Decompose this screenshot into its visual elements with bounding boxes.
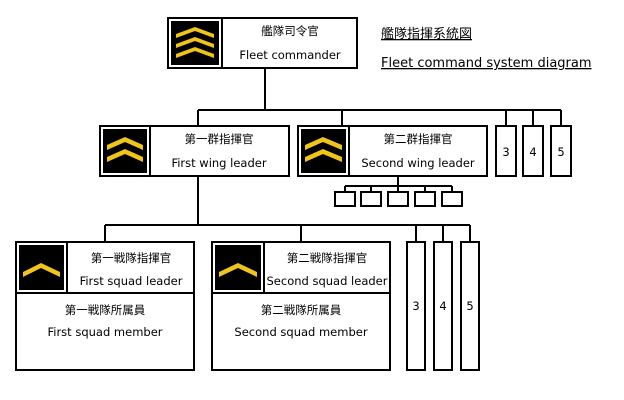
chevron-insignia-icon (301, 129, 346, 173)
fleet-commander-node: 艦隊司令官 Fleet commander (167, 17, 358, 69)
squad-4-label: 4 (439, 299, 446, 313)
wing-5-label: 5 (557, 145, 564, 159)
first-wing-leader-node: 第一群指揮官 First wing leader (99, 125, 290, 177)
first-wing-leader-ja: 第一群指揮官 (185, 132, 254, 146)
second-wing-subunit (414, 191, 436, 207)
first-squad-member-ja: 第一戦隊所属員 (65, 303, 146, 317)
wing-4-label: 4 (529, 145, 536, 159)
squad-5-node: 5 (460, 241, 480, 371)
second-wing-subunit (360, 191, 382, 207)
diagram-title-en: Fleet command system diagram (381, 56, 592, 71)
chevron-insignia-icon (171, 21, 219, 65)
fleet-commander-en: Fleet commander (239, 48, 341, 62)
chevron-insignia-icon (103, 129, 147, 173)
second-wing-leader-en: Second wing leader (361, 156, 475, 170)
wing-5-node: 5 (550, 125, 572, 177)
first-wing-leader-en: First wing leader (171, 156, 266, 170)
second-squad-leader-en: Second squad leader (267, 274, 388, 288)
second-squad-member-ja: 第二戦隊所属員 (261, 303, 342, 317)
squad-3-node: 3 (406, 241, 426, 371)
wing-4-node: 4 (522, 125, 544, 177)
second-wing-subunit (387, 191, 409, 207)
squad-5-label: 5 (466, 299, 473, 313)
squad-4-node: 4 (433, 241, 453, 371)
wing-3-node: 3 (495, 125, 517, 177)
second-wing-subunit (441, 191, 463, 207)
diagram-title-ja: 艦隊指揮系統図 (381, 26, 472, 42)
second-squad-leader-ja: 第二戦隊指揮官 (287, 251, 368, 265)
second-wing-subunit (334, 191, 356, 207)
second-wing-subunits (334, 191, 463, 207)
second-wing-leader-node: 第二群指揮官 Second wing leader (297, 125, 488, 177)
first-squad-node: 第一戦隊指揮官 First squad leader 第一戦隊所属員 First… (15, 241, 195, 371)
wing-3-label: 3 (502, 145, 509, 159)
chevron-insignia-icon (215, 245, 261, 290)
second-squad-node: 第二戦隊指揮官 Second squad leader 第二戦隊所属員 Seco… (211, 241, 391, 371)
second-wing-leader-ja: 第二群指揮官 (384, 132, 453, 146)
first-squad-member-en: First squad member (47, 325, 162, 339)
second-squad-member-en: Second squad member (234, 325, 367, 339)
fleet-commander-ja: 艦隊司令官 (261, 24, 319, 38)
first-squad-leader-en: First squad leader (80, 274, 183, 288)
squad-3-label: 3 (412, 299, 419, 313)
chevron-insignia-icon (19, 245, 64, 290)
first-squad-leader-ja: 第一戦隊指揮官 (91, 251, 172, 265)
